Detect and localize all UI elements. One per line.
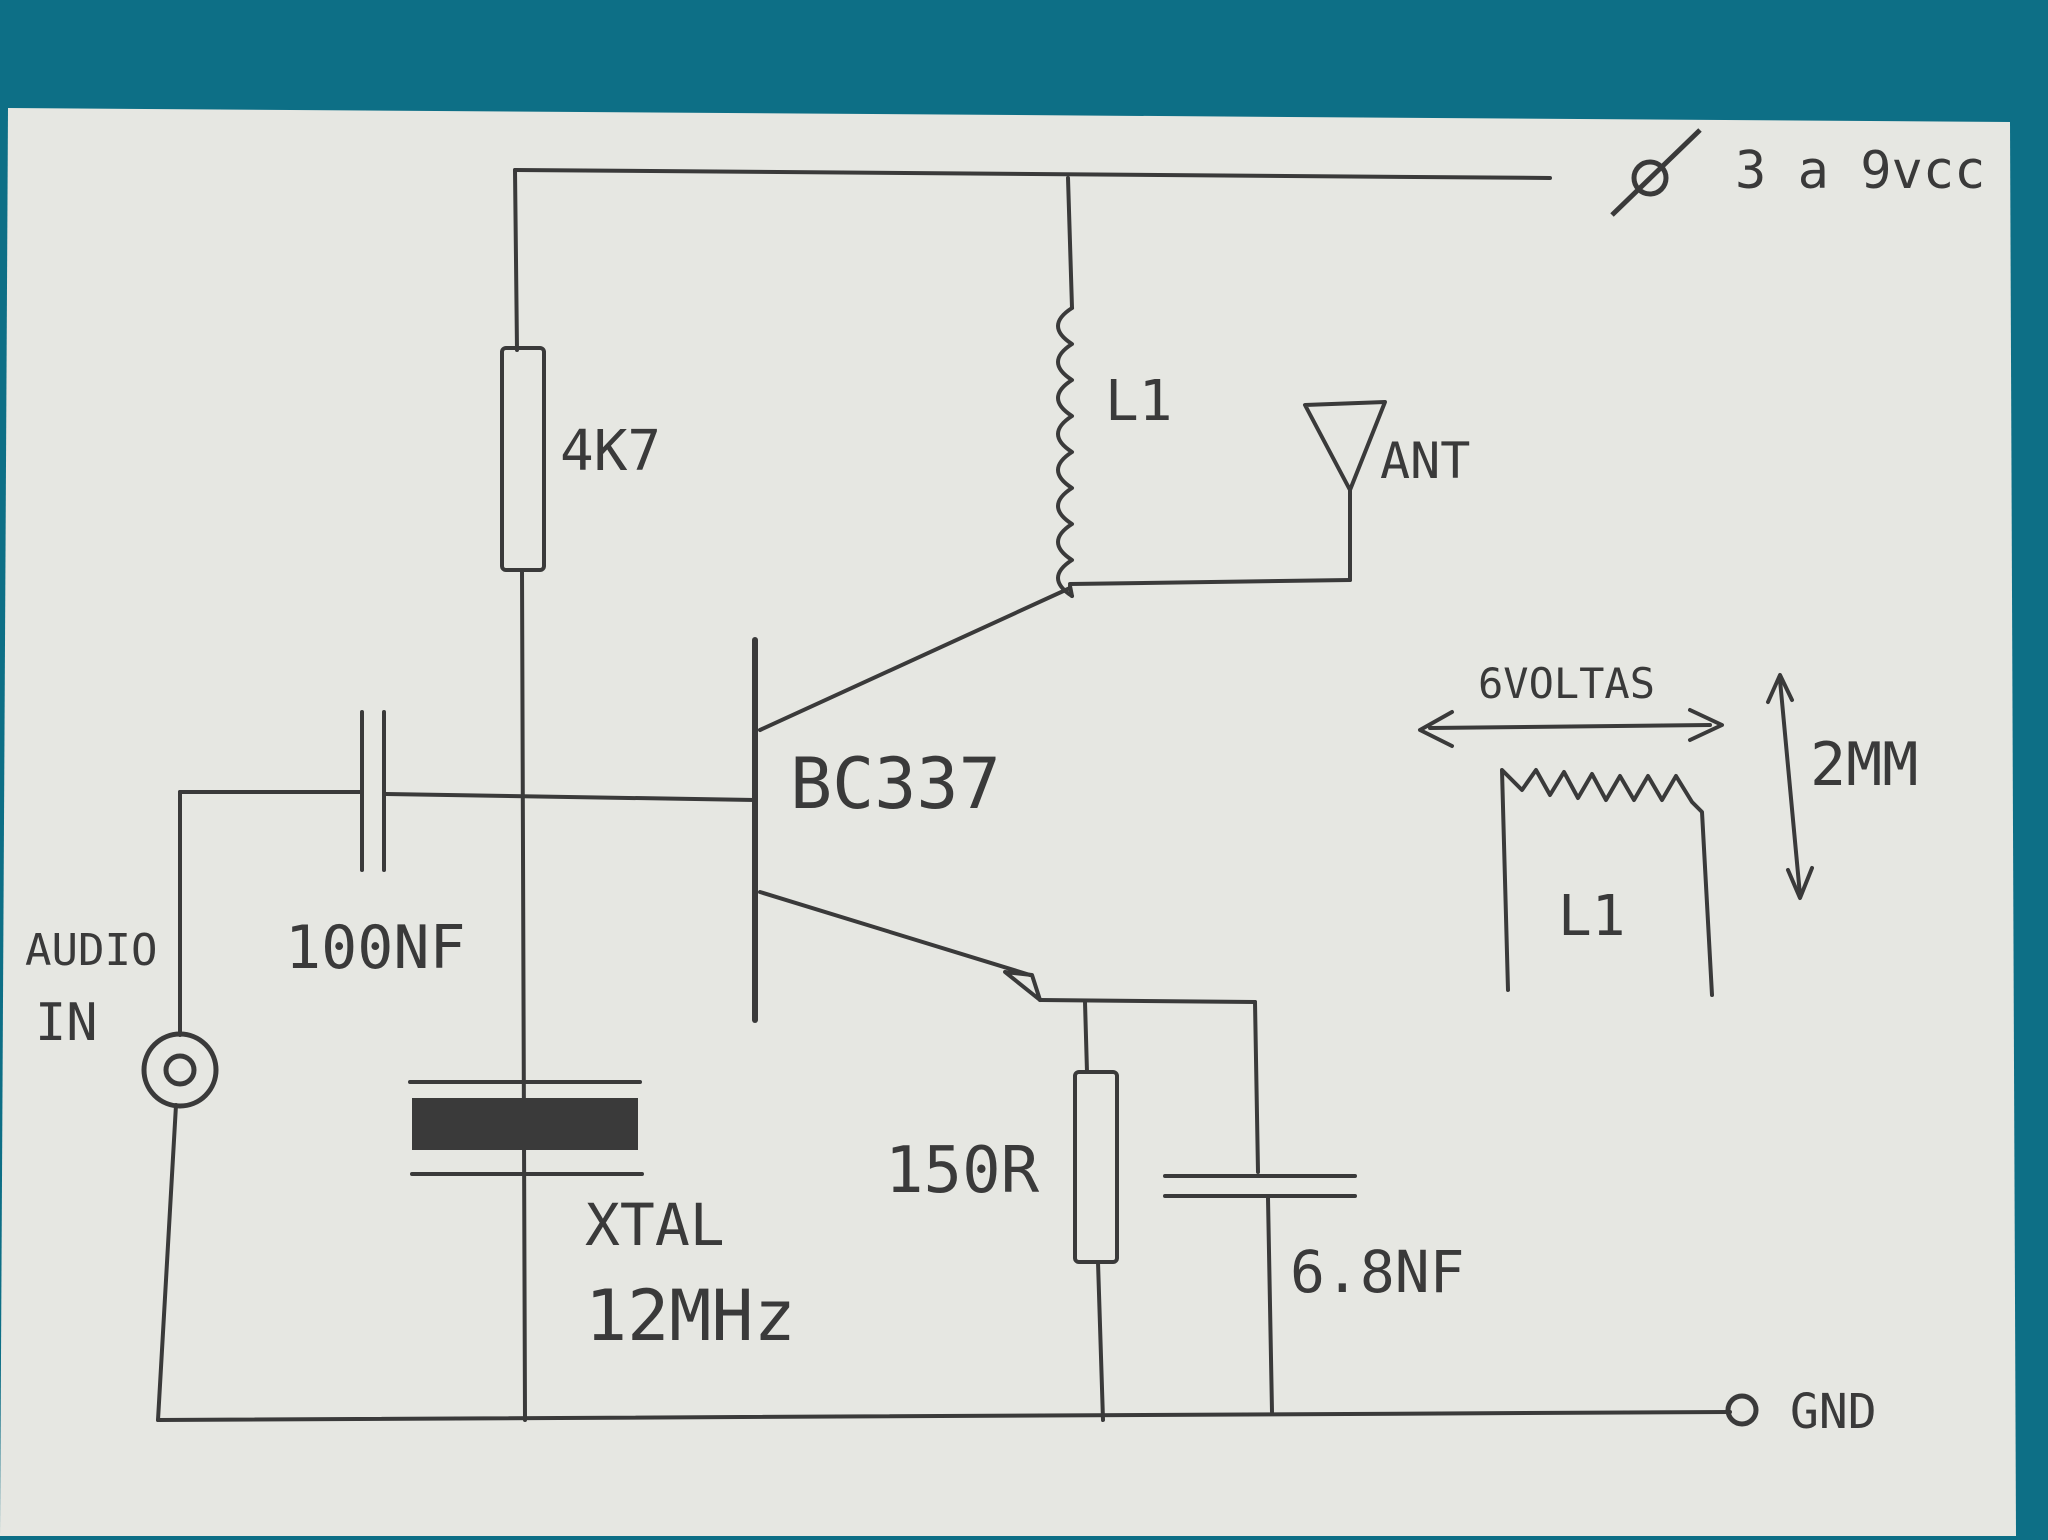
audio-in-label-line2: IN: [35, 993, 98, 1053]
emitter-cap-top-wire: [1253, 1000, 1260, 1174]
coil-top-wire: [1066, 176, 1074, 310]
audio-jack-inner: [163, 1053, 197, 1087]
antenna-symbol: [1303, 400, 1387, 492]
supply-terminal-slash: [1610, 128, 1702, 217]
supply-rail-wire: [513, 168, 1552, 180]
coil-label: L1: [1105, 369, 1172, 434]
transistor-collector: [758, 586, 1072, 732]
coil-turns-label: 6VOLTAS: [1478, 659, 1655, 708]
ground-rail-wire: [156, 1410, 1732, 1422]
audio-ground-wire: [156, 1103, 178, 1422]
bias-resistor-label: 4K7: [560, 419, 661, 484]
base-wire: [384, 792, 757, 802]
turns-arrow-right: [1688, 708, 1724, 742]
coil-detail-drawing: [1500, 768, 1714, 997]
coil-l1: [1056, 306, 1074, 598]
base-vertical-wire: [520, 568, 527, 1422]
ground-label: GND: [1790, 1384, 1877, 1440]
diameter-arrow-line: [1778, 678, 1802, 897]
diameter-arrow-top: [1766, 673, 1794, 704]
audio-in-label-line1: AUDIO: [25, 925, 157, 976]
coil-bottom-wire: [1068, 584, 1074, 598]
emitter-resistor-label: 150R: [885, 1134, 1040, 1208]
bias-top-wire: [513, 168, 519, 352]
emitter-arrow: [1003, 970, 1042, 1002]
ground-terminal: [1725, 1393, 1759, 1427]
transistor-label: BC337: [790, 743, 1001, 825]
emitter-res-top-wire: [1083, 1000, 1089, 1074]
coil-detail-label: L1: [1558, 884, 1625, 949]
transistor-emitter: [758, 890, 1032, 977]
emitter-cap-bottom-wire: [1266, 1196, 1274, 1414]
coil-diameter-label: 2MM: [1810, 730, 1918, 800]
emitter-cap-label: 6.8NF: [1290, 1238, 1465, 1306]
emitter-res-bottom-wire: [1096, 1260, 1105, 1422]
coupling-cap-label: 100NF: [285, 913, 466, 983]
antenna-label: ANT: [1380, 432, 1470, 490]
crystal-label-line2: 12MHz: [585, 1275, 796, 1357]
turns-arrow-line: [1428, 723, 1712, 730]
diameter-arrow-bottom: [1786, 866, 1814, 900]
supply-terminal: [1631, 159, 1669, 197]
supply-label: 3 a 9vcc: [1735, 141, 1985, 201]
emitter-node-wire: [1038, 998, 1257, 1004]
audio-jack-outer: [141, 1031, 219, 1109]
antenna-feed-wire: [1068, 578, 1352, 586]
paper-sheet: [0, 108, 2016, 1536]
crystal-label-line1: XTAL: [585, 1191, 725, 1259]
turns-arrow-left: [1418, 710, 1454, 748]
crystal-body: [412, 1098, 638, 1150]
